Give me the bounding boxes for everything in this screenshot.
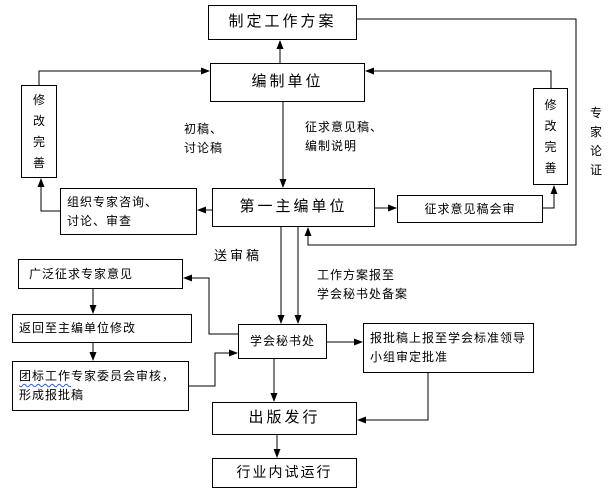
node-consult: 组织专家咨询、 讨论、审查 — [60, 188, 197, 235]
edge-revise-left-to-compiler — [38, 67, 210, 86]
edge-label-plan-filing: 工作方案报至 学会秘书处备案 — [317, 268, 409, 301]
edge-label-first-draft: 初稿、 讨论稿 — [184, 122, 224, 155]
node-committee: 团标工作专家委员会审核， 形成报批稿 — [12, 361, 189, 411]
node-revise-right: 修 改 完 善 — [533, 88, 568, 185]
edge-committee-to-secretariat — [189, 349, 238, 387]
node-secretariat: 学会秘书处 — [238, 324, 327, 359]
node-compiler: 编制单位 — [210, 63, 365, 102]
edge-expert-demo-loop — [304, 18, 577, 246]
edge-revise-right-to-compiler — [365, 67, 552, 88]
edge-consult-to-revise-left — [37, 178, 60, 212]
node-approval: 报批稿上报至学会标准领导 小组审定批准 — [363, 323, 534, 373]
edge-draft-review-to-revise-right — [543, 185, 558, 209]
node-draft-review: 征求意见稿会审 — [397, 195, 543, 223]
edge-label-expert-demo: 专 家 论 证 — [589, 106, 602, 177]
committee-misspell-underline: 团标工作 — [19, 369, 72, 383]
node-plan: 制定工作方案 — [208, 5, 357, 40]
node-return-revise: 返回至主编单位修改 — [12, 314, 192, 343]
node-publish: 出版发行 — [212, 402, 357, 435]
committee-label-rest: 专家委员会审核， 形成报批稿 — [19, 369, 176, 402]
node-trial: 行业内试运行 — [212, 458, 357, 488]
edge-label-submit-draft: 送审稿 — [214, 248, 263, 263]
edge-approval-to-publish — [357, 373, 429, 424]
edge-secretariat-to-solicit — [183, 274, 238, 335]
node-solicit: 广泛征求专家意见 — [18, 259, 183, 289]
node-chief-editor: 第一主编单位 — [212, 188, 375, 227]
edge-label-comment-draft: 征求意见稿、 编制说明 — [305, 120, 384, 153]
node-revise-left: 修 改 完 善 — [21, 85, 57, 178]
